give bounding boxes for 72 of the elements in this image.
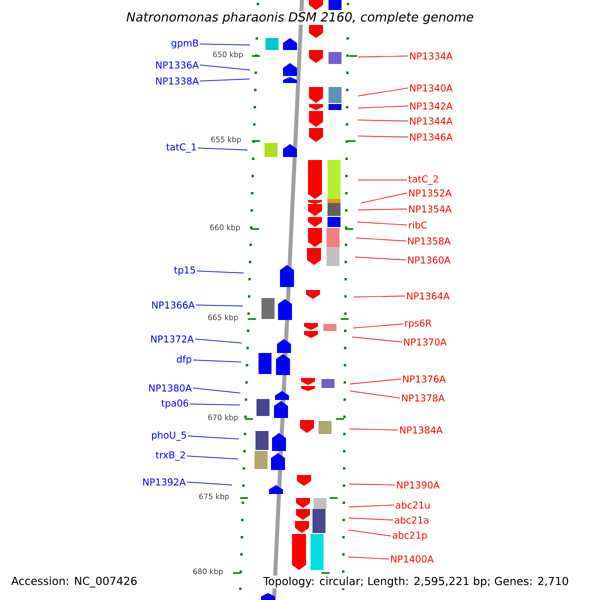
gene-label: NP1384A [400, 426, 443, 434]
gene-label: NP1378A [402, 394, 445, 402]
gene-label: NP1334A [410, 52, 453, 60]
gene-label: NP1342A [410, 102, 453, 110]
leader-line [196, 270, 244, 274]
leader-line [348, 530, 392, 536]
leader-line [200, 78, 250, 82]
leader-line [348, 484, 396, 486]
gene-label: NP1380A [149, 384, 192, 392]
leader-line [358, 136, 408, 138]
gene-label: tatC_1 [166, 143, 196, 153]
leader-line [188, 436, 240, 440]
leader-line [200, 64, 250, 70]
gene-label: abc21a [394, 516, 428, 524]
leader-line [194, 338, 242, 344]
gene-label: NP1352A [409, 189, 452, 197]
gene-label: NP1354A [409, 205, 452, 213]
gene-label: phoU_5 [152, 431, 186, 441]
gene-label: NP1344A [410, 117, 453, 125]
gene-label: abc21u [396, 501, 430, 509]
gene-label: NP1336A [156, 61, 199, 69]
gene-label: NP1364A [407, 292, 450, 300]
gene-label: NP1400A [391, 555, 434, 563]
leader-line [360, 192, 408, 204]
gene-label: NP1376A [403, 375, 446, 383]
leader-line [350, 390, 400, 398]
gene-label: NP1372A [151, 335, 194, 343]
gene-label: trxB_2 [156, 451, 185, 461]
leader-line [356, 222, 408, 226]
leader-line [186, 456, 238, 460]
leader-line [348, 518, 394, 520]
info-text: Topology: circular; Length: 2,595,221 bp; Genes: 2,710 [262, 576, 570, 588]
leader-line [200, 44, 250, 46]
leader-line [358, 56, 408, 58]
gene-label: tatC_2 [408, 175, 438, 185]
leader-line [190, 404, 240, 406]
gene-label: NP1370A [404, 338, 447, 346]
leader-line [196, 304, 244, 306]
leader-line [358, 120, 408, 122]
gene-label: NP1390A [397, 481, 440, 489]
leader-line [192, 388, 241, 394]
gene-label: NP1360A [408, 256, 451, 264]
leader-line [356, 238, 406, 242]
leader-line [358, 208, 408, 210]
title: Natronomonas pharaonis DSM 2160, complete genome [125, 10, 475, 26]
gene-label: abc21p [392, 531, 427, 541]
gene-label: gpmB [171, 40, 198, 48]
gene-label: NP1346A [410, 133, 453, 141]
gene-label: dfp [176, 355, 192, 365]
gene-label: tp15 [174, 266, 195, 276]
gene-label: ribC [409, 221, 427, 229]
leader-line [186, 482, 232, 486]
gene-label: NP1392A [143, 478, 186, 486]
leader-line [354, 296, 406, 298]
leader-line [354, 256, 406, 260]
leader-line [349, 428, 398, 430]
leader-line [348, 556, 390, 560]
leader-line [348, 504, 394, 508]
gene-label: tpa06 [161, 399, 188, 409]
leader-line [352, 336, 402, 342]
leader-line [352, 324, 404, 328]
gene-label: NP1340A [410, 84, 453, 92]
leader-line [358, 106, 408, 108]
leader-line [192, 360, 242, 362]
gene-label: NP1366A [152, 301, 195, 309]
leader-line [350, 378, 402, 384]
gene-label: NP1358A [408, 237, 451, 245]
leader-line [198, 148, 248, 150]
info-text: Accession: NC_007426 [10, 576, 138, 588]
gene-label: rps6R [405, 319, 432, 329]
gene-label: NP1338A [156, 77, 199, 85]
leader-line [358, 88, 408, 96]
